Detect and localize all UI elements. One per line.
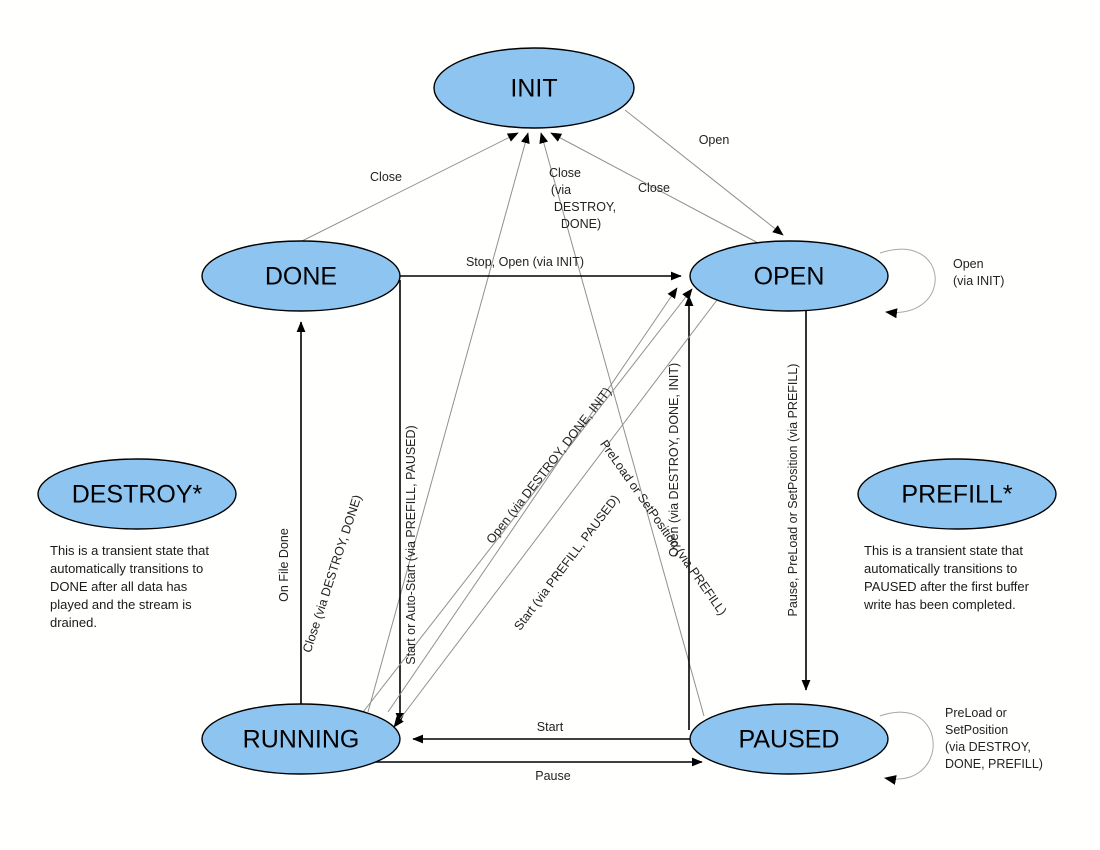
edge-label-close-right: Close: [638, 181, 670, 195]
edge-label-open-via-ddi-vertical: Open (via DESTROY, DONE, INIT): [667, 363, 681, 557]
note-destroy-line-1: This is a transient state that: [50, 543, 209, 558]
edge-label-close-mid-line4: DONE): [561, 217, 601, 231]
note-destroy: This is a transient state that automatic…: [50, 543, 209, 630]
edge-open-to-running-diagonal: [393, 299, 718, 728]
edge-label-close-left: Close: [370, 170, 402, 184]
edge-label-paused-self-line1: PreLoad or: [945, 706, 1007, 720]
edge-running-to-init: [367, 132, 530, 713]
edge-label-open-self-line2: (via INIT): [953, 274, 1004, 288]
note-prefill-line-3: PAUSED after the first buffer: [864, 579, 1030, 594]
note-prefill: This is a transient state that automatic…: [863, 543, 1030, 612]
edge-label-paused-self-line3: (via DESTROY,: [945, 740, 1031, 754]
note-prefill-line-4: write has been completed.: [863, 597, 1016, 612]
edge-label-close-mid-line2: (via: [551, 183, 571, 197]
edge-paused-self-loop: [879, 711, 934, 785]
note-destroy-line-4: played and the stream is: [50, 597, 192, 612]
edge-label-stop-open-via-init: Stop, Open (via INIT): [466, 255, 584, 269]
state-node-done[interactable]: DONE: [201, 240, 401, 312]
note-prefill-line-2: automatically transitions to: [864, 561, 1017, 576]
note-destroy-line-5: drained.: [50, 615, 97, 630]
state-ellipse-done[interactable]: [201, 240, 401, 312]
state-ellipse-init[interactable]: [433, 47, 635, 129]
state-label-prefill: PREFILL*: [901, 481, 1012, 509]
state-label-paused: PAUSED: [739, 726, 840, 754]
edge-done-to-init: [299, 132, 519, 243]
edge-label-open-top-right: Open: [699, 133, 730, 147]
state-ellipse-destroy[interactable]: [37, 458, 237, 530]
note-prefill-line-1: This is a transient state that: [864, 543, 1023, 558]
state-ellipse-open[interactable]: [689, 240, 889, 312]
state-label-done: DONE: [265, 263, 337, 291]
state-label-destroy: DESTROY*: [72, 481, 203, 509]
state-ellipse-paused[interactable]: [689, 703, 889, 775]
state-node-init[interactable]: INIT: [433, 47, 635, 129]
state-node-destroy[interactable]: DESTROY*: [37, 458, 237, 530]
note-destroy-line-3: DONE after all data has: [50, 579, 188, 594]
edge-label-close-mid-line3: DESTROY,: [554, 200, 616, 214]
edge-label-on-file-done: On File Done: [277, 528, 291, 602]
edge-label-close-via-destroy-done: Close (via DESTROY, DONE): [300, 493, 364, 654]
state-node-running[interactable]: RUNNING: [201, 703, 401, 775]
edge-label-start-or-autostart: Start or Auto-Start (via PREFILL, PAUSED…: [404, 425, 418, 664]
edge-label-paused-self-line4: DONE, PREFILL): [945, 757, 1043, 771]
edge-open-self-loop: [879, 248, 936, 319]
edge-label-paused-self-line2: SetPosition: [945, 723, 1008, 737]
state-label-running: RUNNING: [243, 726, 360, 754]
edge-label-close-mid-line1: Close: [549, 166, 581, 180]
edge-label-start-via-prefill-paused: Start (via PREFILL, PAUSED): [511, 492, 622, 633]
edge-open-to-init: [550, 132, 761, 245]
edge-running-preload-to-open: [387, 287, 678, 713]
edge-label-pause-preload-setposition-prefill: Pause, PreLoad or SetPosition (via PREFI…: [786, 364, 800, 617]
edge-label-preload-setposition-prefill: PreLoad or SetPosition (via PREFILL): [597, 437, 729, 617]
state-ellipse-running[interactable]: [201, 703, 401, 775]
state-node-prefill[interactable]: PREFILL*: [857, 458, 1057, 530]
edge-running-to-open-diagonal: [359, 288, 693, 717]
state-label-open: OPEN: [754, 263, 825, 291]
edge-label-start-bottom: Start: [537, 720, 564, 734]
state-node-paused[interactable]: PAUSED: [689, 703, 889, 775]
edge-label-pause-bottom: Pause: [535, 769, 570, 783]
edge-init-to-open: [624, 109, 784, 236]
state-ellipse-prefill[interactable]: [857, 458, 1057, 530]
state-node-open[interactable]: OPEN: [689, 240, 889, 312]
state-label-init: INIT: [510, 75, 557, 103]
note-destroy-line-2: automatically transitions to: [50, 561, 203, 576]
edge-label-open-self-line1: Open: [953, 257, 984, 271]
